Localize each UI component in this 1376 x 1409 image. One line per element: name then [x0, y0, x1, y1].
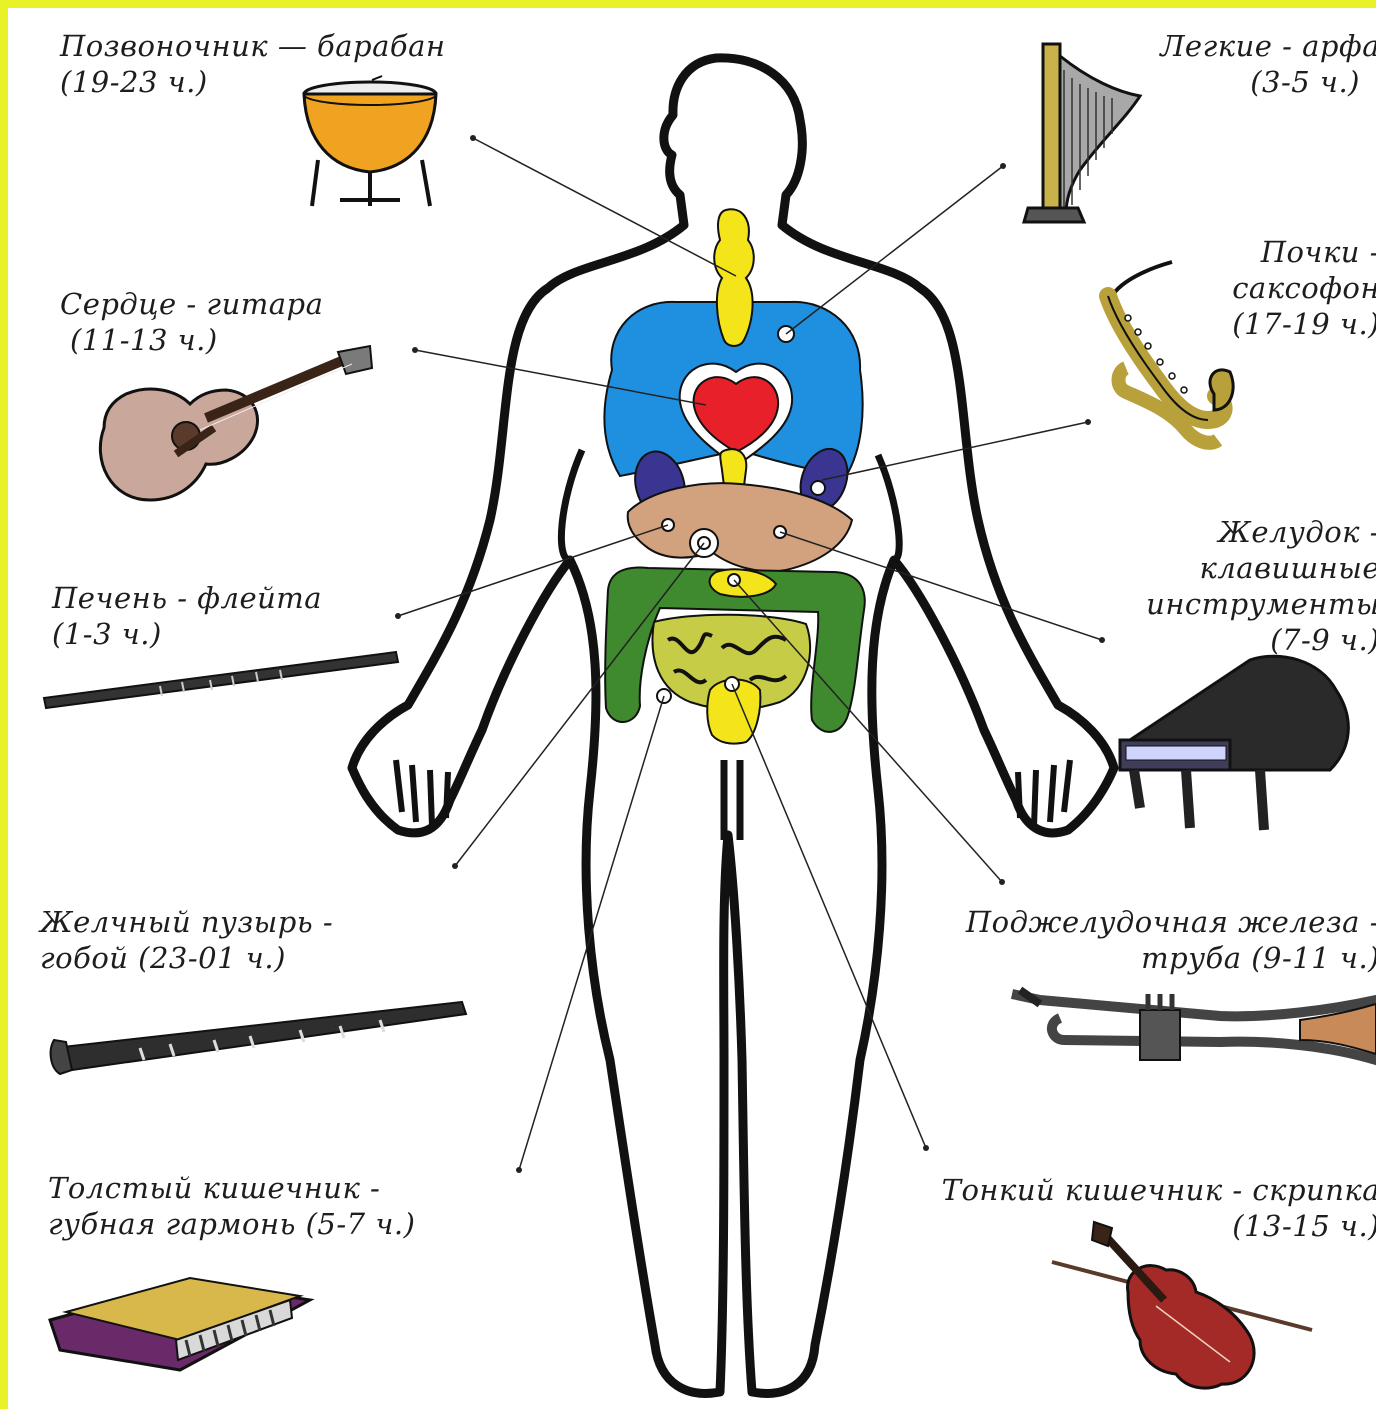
harmonica-icon: [50, 1278, 310, 1370]
trumpet-icon: [1012, 990, 1376, 1060]
diagram-frame: Позвоночник — барабан (19-23 ч.) Сердце …: [8, 8, 1376, 1409]
connector-pancreas: [734, 580, 1002, 882]
label-kidneys: Почки - саксофон (17-19 ч.): [1232, 234, 1376, 342]
guitar-icon: [100, 346, 372, 500]
label-large-intestine: Толстый кишечник - губная гармонь (5-7 ч…: [48, 1170, 415, 1242]
spine: [714, 209, 754, 346]
flute-icon: [44, 652, 398, 708]
left-arm-inner-line: [561, 450, 582, 560]
leg-inner-line: [724, 760, 740, 840]
label-gallbladder: Желчный пузырь - гобой (23-01 ч.): [40, 904, 333, 976]
saxophone-icon: [1104, 262, 1233, 443]
label-pancreas: Поджелудочная железа - труба (9-11 ч.): [966, 904, 1376, 976]
label-small-intestine: Тонкий кишечник - скрипка (13-15 ч.): [942, 1172, 1376, 1244]
right-arm-inner-line: [878, 455, 899, 560]
label-spine: Позвоночник — барабан (19-23 ч.): [60, 28, 445, 100]
label-lungs: Легкие - арфа (3-5 ч.): [1160, 28, 1376, 100]
label-stomach: Желудок - клавишные инструменты (7-9 ч.): [1146, 514, 1376, 658]
harp-icon: [1024, 44, 1140, 222]
connector-spine: [473, 138, 736, 276]
grand-piano-icon: [1120, 656, 1348, 830]
oboe-icon: [51, 1002, 466, 1074]
connector-small-intestine: [732, 684, 926, 1148]
label-heart: Сердце - гитара (11-13 ч.): [60, 286, 323, 358]
violin-icon: [1052, 1222, 1312, 1388]
kidney-marker: [811, 481, 825, 495]
label-liver: Печень - флейта (1-3 ч.): [52, 580, 322, 652]
